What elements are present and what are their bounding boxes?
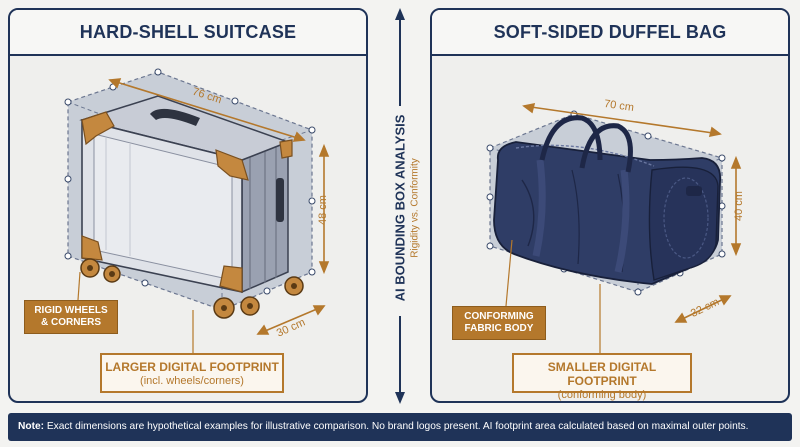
duffel-height-label: 40 cm xyxy=(732,191,745,221)
suitcase-footprint-title: LARGER DIGITAL FOOTPRINT xyxy=(105,360,279,374)
duffel-footprint-subtitle: (conforming body) xyxy=(557,389,647,401)
strap-ring xyxy=(686,186,702,196)
suitcase-panel: HARD-SHELL SUITCASE xyxy=(8,8,368,403)
suitcase-footprint-subtitle: (incl. wheels/corners) xyxy=(140,375,244,387)
center-divider-arrow xyxy=(386,8,414,404)
duffel-footprint-box: SMALLER DIGITAL FOOTPRINT (conforming bo… xyxy=(512,353,692,401)
duffel-bounding-box-handles xyxy=(486,110,726,296)
rigid-wheels-callout-line2: & CORNERS xyxy=(40,317,101,328)
suitcase-footprint-box: LARGER DIGITAL FOOTPRINT (incl. wheels/c… xyxy=(100,353,284,393)
footer-note-text: Exact dimensions are hypothetical exampl… xyxy=(46,421,749,432)
conforming-fabric-callout-line2: FABRIC BODY xyxy=(464,323,534,334)
duffel-handle-1 xyxy=(539,115,603,161)
rigid-wheels-callout: RIGID WHEELS & CORNERS xyxy=(24,300,118,334)
duffel-dimension-arrows xyxy=(522,102,742,323)
duffel-footprint-title: SMALLER DIGITAL FOOTPRINT xyxy=(547,360,657,388)
center-axis-subtitle: Rigidity vs. Conformity xyxy=(409,158,421,258)
suitcase-corners xyxy=(81,111,293,293)
side-handle xyxy=(276,178,284,222)
duffel-strap-2 xyxy=(614,169,630,273)
duffel-illustration xyxy=(486,102,742,353)
rigid-wheels-callout-line1: RIGID WHEELS xyxy=(34,305,108,316)
duffel-strap-1 xyxy=(532,159,546,257)
duffel-handle-2 xyxy=(579,123,633,173)
suitcase-panel-title: HARD-SHELL SUITCASE xyxy=(10,10,366,56)
duffel-panel-title: SOFT-SIDED DUFFEL BAG xyxy=(432,10,788,56)
footer-note: Note: Exact dimensions are hypothetical … xyxy=(8,413,792,441)
duffel-panel: SOFT-SIDED DUFFEL BAG xyxy=(430,8,790,403)
center-axis-title: AI BOUNDING BOX ANALYSIS xyxy=(392,114,408,302)
suitcase-dimension-arrows xyxy=(108,78,330,335)
conforming-fabric-callout-line1: CONFORMING xyxy=(464,311,534,322)
top-handle xyxy=(150,108,200,126)
footer-note-label: Note: xyxy=(18,421,45,432)
suitcase-height-label: 48 cm xyxy=(316,195,329,225)
conforming-fabric-callout: CONFORMING FABRIC BODY xyxy=(452,306,546,340)
suitcase-illustration xyxy=(64,68,330,353)
